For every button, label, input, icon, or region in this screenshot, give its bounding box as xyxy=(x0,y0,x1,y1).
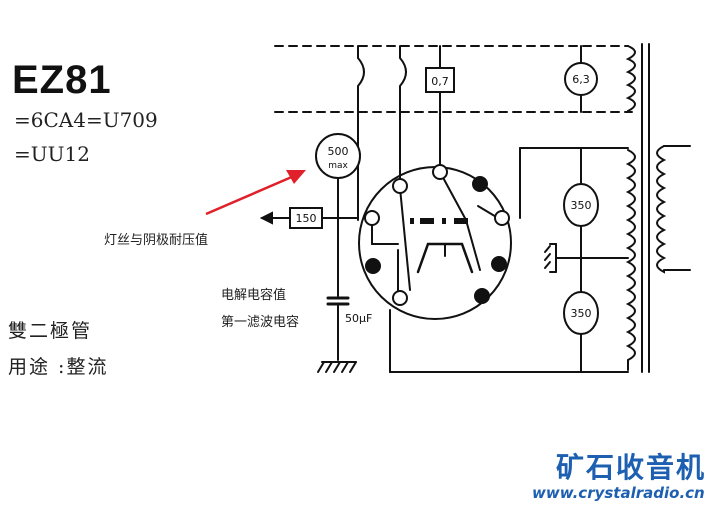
pin-8 xyxy=(392,290,408,306)
watermark-url: www.crystalradio.cn xyxy=(532,484,705,502)
lamp-63 xyxy=(564,62,598,96)
heater-cathode-annotation: 灯丝与阴极耐压值 xyxy=(104,233,209,248)
tube-description-type: 雙二極管 xyxy=(8,320,93,342)
voltmeter-bottom-label: 350 xyxy=(571,307,592,320)
voltmeter-350-bottom xyxy=(563,291,599,335)
voltmeter-top-label: 350 xyxy=(571,199,592,212)
b-plus-arrow xyxy=(259,211,273,225)
pin-3 xyxy=(472,176,488,192)
vmax-unit: max xyxy=(328,161,348,171)
pin-7 xyxy=(491,256,507,272)
voltmeter-500 xyxy=(315,133,361,179)
secondary-winding xyxy=(625,149,636,371)
annotation-arrow-shaft xyxy=(205,174,295,216)
tube-equivalents-1: =6CA4=U709 xyxy=(14,108,158,132)
tube-equivalents-2: =UU12 xyxy=(14,142,90,166)
pin-6 xyxy=(365,258,381,274)
primary-winding xyxy=(656,145,667,274)
tube-description-usage: 用途 :整流 xyxy=(8,356,109,378)
vmax-value: 500 xyxy=(328,145,349,158)
lamp-label: 6,3 xyxy=(572,73,590,86)
pin-1 xyxy=(392,178,408,194)
cathode-bar-right xyxy=(454,218,468,224)
voltmeter-350-top xyxy=(563,183,599,227)
cap-label: 50μF xyxy=(345,312,372,325)
pin-5 xyxy=(494,210,510,226)
heater-link-left xyxy=(357,45,365,113)
pin-2 xyxy=(432,164,448,180)
watermark-name: 矿石收音机 xyxy=(556,451,707,484)
electrolytic-annotation-2: 第一滤波电容 xyxy=(221,315,300,330)
pin-9 xyxy=(474,288,490,304)
annotation-arrow-head xyxy=(286,170,306,184)
heater-winding xyxy=(625,45,636,113)
fuse-label: 0,7 xyxy=(431,75,449,88)
cathode-bar-left xyxy=(420,218,434,224)
pin-4 xyxy=(364,210,380,226)
tube-type-title: EZ81 xyxy=(12,58,112,102)
electrolytic-annotation-1: 电解电容值 xyxy=(221,288,287,303)
heater-link-right xyxy=(399,45,407,113)
fuse-box xyxy=(425,67,455,93)
resistor-label: 150 xyxy=(296,212,317,225)
